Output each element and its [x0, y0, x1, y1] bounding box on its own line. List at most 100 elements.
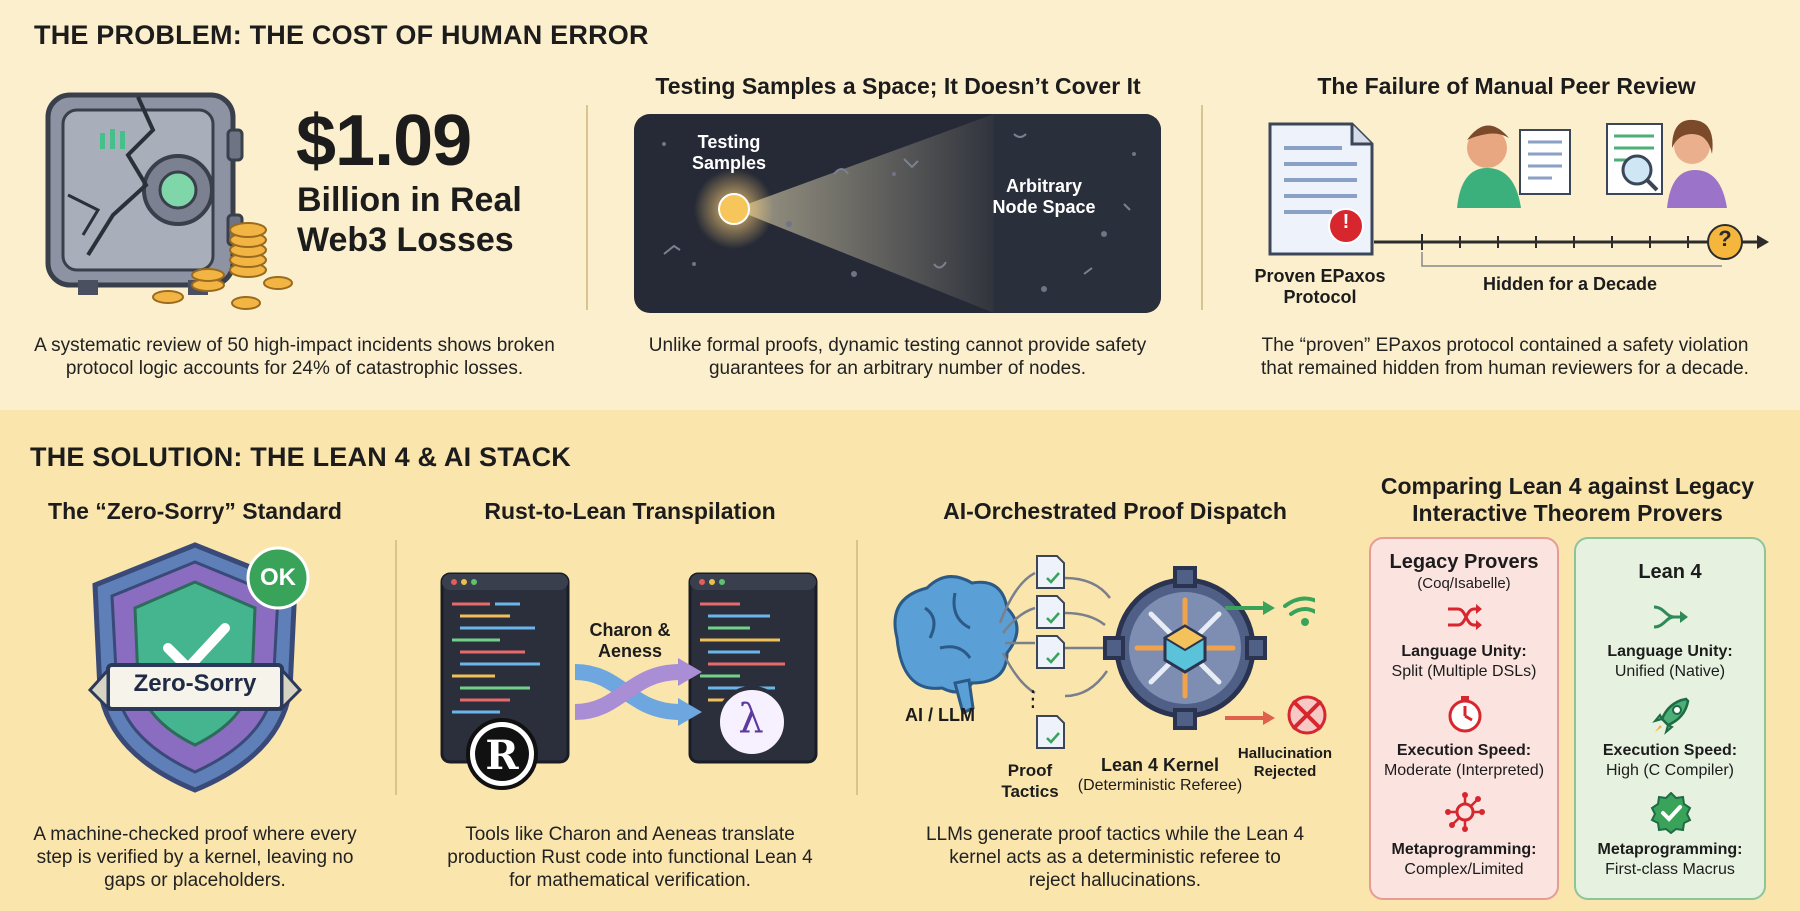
check-badge-icon — [1650, 791, 1692, 835]
losses-amount: $1.09 — [296, 101, 472, 181]
transpile-caption-line2: production Rust code into functional Lea… — [447, 847, 813, 868]
dispatch-caption-line2: kernel acts as a deterministic referee t… — [949, 847, 1281, 868]
dispatch-flow-icon — [893, 555, 1327, 749]
proof-tactics-label: Proof Tactics — [995, 760, 1065, 802]
testing-caption-line1: Unlike formal proofs, dynamic testing ca… — [648, 335, 1147, 356]
lean-row-2-key: Metaprogramming: — [1597, 841, 1743, 858]
comparison-title-line1: Comparing Lean 4 against Legacy — [1380, 473, 1755, 499]
testing-title: Testing Samples a Space; It Doesn’t Cove… — [655, 73, 1141, 99]
rejected-line2: Rejected — [1253, 763, 1317, 780]
kernel-line2: (Deterministic Referee) — [1077, 777, 1243, 794]
transpile-caption-line1: Tools like Charon and Aeneas translate — [465, 824, 795, 845]
shield-illustration: OK Zero-Sorry — [70, 540, 320, 795]
losses-caption-line1: A systematic review of 50 high-impact in… — [34, 335, 555, 356]
question-badge: ? — [1718, 226, 1732, 251]
dispatch-caption-line3: reject hallucinations. — [1028, 870, 1202, 891]
lean-row-0-key: Language Unity: — [1607, 643, 1733, 660]
epaxos-doc-line2: Protocol — [1283, 287, 1357, 307]
lean-row-1-key: Execution Speed: — [1602, 742, 1738, 759]
transpile-tool-label: Charon & Aeness — [580, 620, 680, 662]
proof-tactics-line2: Tactics — [1001, 782, 1059, 801]
transpile-tool-line1: Charon & — [589, 620, 671, 640]
node-space-line2: Node Space — [992, 197, 1096, 217]
zero-sorry-ribbon: Zero-Sorry — [133, 670, 257, 697]
node-space-line1: Arbitrary — [1005, 176, 1083, 196]
rejected-label: Hallucination Rejected — [1230, 745, 1340, 781]
lean-row-0-value: Unified (Native) — [1614, 663, 1726, 680]
legacy-row-0-value: Split (Multiple DSLs) — [1391, 663, 1537, 680]
dispatch-illustration: ⋮ — [885, 548, 1327, 768]
document-timeline-icon — [1268, 119, 1769, 267]
lean-row-2-value: First-class Macrus — [1605, 861, 1735, 878]
transpile-illustration: R λ Charon & Aeness — [440, 572, 820, 792]
dispatch-caption: LLMs generate proof tactics while the Le… — [870, 823, 1360, 892]
tangled-nodes-icon — [1445, 792, 1485, 832]
legacy-row-0-key: Language Unity: — [1401, 643, 1527, 660]
dispatch-title: AI-Orchestrated Proof Dispatch — [943, 498, 1287, 524]
divider — [395, 540, 397, 795]
error-badge: ! — [1342, 211, 1350, 233]
ai-llm-label: AI / LLM — [905, 705, 975, 725]
code-windows-icon — [440, 572, 818, 790]
epaxos-doc-label: Proven EPaxos Protocol — [1245, 266, 1395, 308]
peer-review-illustration: ! ? — [1262, 118, 1772, 278]
timeline-label: Hidden for a Decade — [1470, 274, 1670, 295]
transpile-caption-line3: for mathematical verification. — [509, 870, 751, 891]
legacy-row-2-value: Complex/Limited — [1404, 861, 1524, 878]
rejected-line1: Hallucination — [1237, 745, 1333, 762]
rocket-icon — [1652, 695, 1692, 735]
zero-sorry-caption-line1: A machine-checked proof where every — [33, 824, 357, 845]
divider — [856, 540, 858, 795]
divider — [586, 105, 588, 310]
lean-logo-icon: λ — [738, 696, 764, 742]
ok-badge: OK — [260, 564, 296, 591]
legacy-row-2-key: Metaprogramming: — [1391, 841, 1537, 858]
merge-icon — [1652, 601, 1688, 633]
broken-safe-icon — [45, 92, 293, 310]
lean4-column: Lean 4 Language Unity: Unified (Native) … — [1574, 537, 1766, 900]
peer-review-title: The Failure of Manual Peer Review — [1317, 73, 1696, 99]
solution-section-title: THE SOLUTION: THE LEAN 4 & AI STACK — [30, 442, 572, 472]
shuffle-icon — [1446, 601, 1482, 633]
transpile-tool-line2: Aeness — [597, 641, 663, 661]
peer-review-caption: The “proven” EPaxos protocol contained a… — [1210, 334, 1800, 380]
comparison-title-line2: Interactive Theorem Provers — [1412, 500, 1723, 526]
legacy-name: Legacy Provers — [1389, 551, 1539, 573]
lean-name: Lean 4 — [1638, 561, 1702, 583]
proof-tactics-line1: Proof — [1007, 761, 1053, 780]
losses-unit-line2: Web3 Losses — [297, 221, 514, 259]
rejected-icon — [1285, 693, 1329, 737]
rust-logo-icon: R — [485, 732, 519, 779]
stopwatch-icon — [1446, 695, 1484, 733]
node-space-panel: Testing Samples Arbitrary Node Space — [634, 114, 1161, 313]
lean-row-1-value: High (C Compiler) — [1605, 762, 1735, 779]
losses-caption: A systematic review of 50 high-impact in… — [12, 334, 577, 380]
peer-review-caption-line2: that remained hidden from human reviewer… — [1261, 358, 1749, 379]
dispatch-caption-line1: LLMs generate proof tactics while the Le… — [925, 824, 1305, 845]
kernel-line1: Lean 4 Kernel — [1100, 755, 1220, 775]
epaxos-doc-line1: Proven EPaxos — [1254, 266, 1386, 286]
testing-samples-line1: Testing — [697, 132, 761, 152]
legacy-row-1-key: Execution Speed: — [1396, 742, 1532, 759]
problem-section-title: THE PROBLEM: THE COST OF HUMAN ERROR — [34, 20, 649, 50]
legacy-sub: (Coq/Isabelle) — [1417, 575, 1511, 592]
losses-caption-line2: protocol logic accounts for 24% of catas… — [65, 358, 524, 379]
peer-review-caption-line1: The “proven” EPaxos protocol contained a… — [1261, 335, 1749, 356]
losses-unit-line1: Billion in Real — [297, 181, 522, 219]
divider — [1201, 105, 1203, 310]
transpile-caption: Tools like Charon and Aeneas translate p… — [410, 823, 850, 892]
testing-samples-line2: Samples — [691, 153, 767, 173]
tactics-dots: ⋮ — [1022, 686, 1044, 711]
testing-samples-label: Testing Samples — [679, 132, 779, 174]
zero-sorry-title: The “Zero-Sorry” Standard — [48, 498, 342, 524]
kernel-label: Lean 4 Kernel (Deterministic Referee) — [1072, 755, 1248, 795]
node-space-label: Arbitrary Node Space — [979, 176, 1109, 218]
search-cone-icon — [662, 114, 1161, 313]
shield-icon — [87, 542, 310, 793]
comparison-title: Comparing Lean 4 against Legacy Interact… — [1365, 473, 1770, 527]
zero-sorry-caption-line2: step is verified by a kernel, leaving no — [36, 847, 354, 868]
testing-caption-line2: guarantees for an arbitrary number of no… — [708, 358, 1087, 379]
legacy-row-1-value: Moderate (Interpreted) — [1383, 762, 1545, 779]
transpile-title: Rust-to-Lean Transpilation — [484, 498, 776, 524]
testing-caption: Unlike formal proofs, dynamic testing ca… — [600, 334, 1195, 380]
